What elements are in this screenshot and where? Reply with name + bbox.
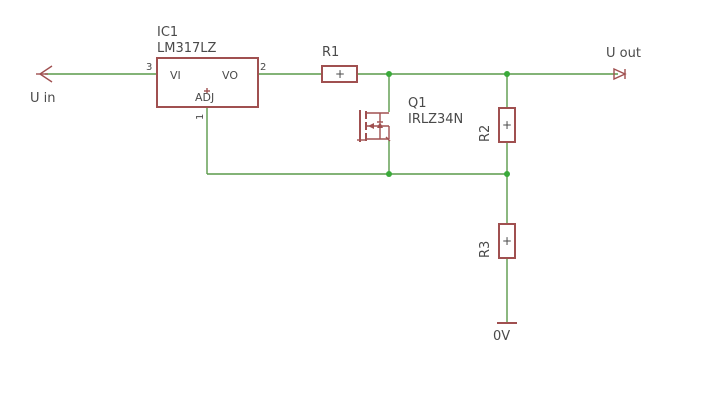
ic1-pin-vo: VO [222, 69, 238, 82]
junction-dot [386, 171, 392, 177]
uout-label: U out [606, 46, 641, 61]
q1-diode-icon [377, 122, 383, 128]
q1-value: IRLZ34N [408, 112, 463, 127]
r1-ref: R1 [322, 45, 339, 60]
gnd-label: 0V [493, 329, 510, 344]
ic1-pin2-number: 2 [260, 62, 266, 73]
junction-dot [386, 71, 392, 77]
port-uin: U in [30, 65, 56, 106]
ic1-pin3-number: 3 [146, 62, 152, 73]
output-arrow-icon [613, 67, 627, 81]
wires [45, 73, 618, 322]
resistor-r1: + R1 [321, 45, 358, 83]
r1-origin-mark: + [335, 67, 345, 81]
ic1-regulator: IC1 LM317LZ VI VO ADJ 3 2 1 [146, 25, 266, 120]
ground-symbol: 0V [493, 322, 517, 344]
r3-body [498, 223, 516, 259]
r3-origin-mark: + [502, 234, 512, 248]
q1-origin-mark [385, 136, 391, 142]
r2-body [498, 107, 516, 143]
r1-body [321, 65, 358, 83]
q1-body-arrow-icon [368, 123, 374, 129]
ic1-ref: IC1 [157, 25, 178, 40]
mosfet-q1: Q1 IRLZ34N [357, 96, 463, 142]
ic1-pin-vi: VI [170, 69, 181, 82]
r3-ref: R3 [478, 241, 493, 258]
ic1-value: LM317LZ [157, 41, 217, 56]
ic1-pin-adj: ADJ [195, 91, 214, 104]
r2-origin-mark: + [502, 118, 512, 132]
resistor-r2: + R2 [478, 107, 516, 143]
resistor-r3: + R3 [478, 223, 516, 259]
uin-label: U in [30, 91, 56, 106]
q1-ref: Q1 [408, 96, 427, 111]
r2-ref: R2 [478, 125, 493, 142]
port-uout: U out [606, 46, 641, 81]
junctions [386, 71, 510, 177]
junction-dot [504, 71, 510, 77]
junction-dot [504, 171, 510, 177]
ic1-pin1-number: 1 [195, 114, 206, 120]
ic1-body [156, 57, 259, 108]
